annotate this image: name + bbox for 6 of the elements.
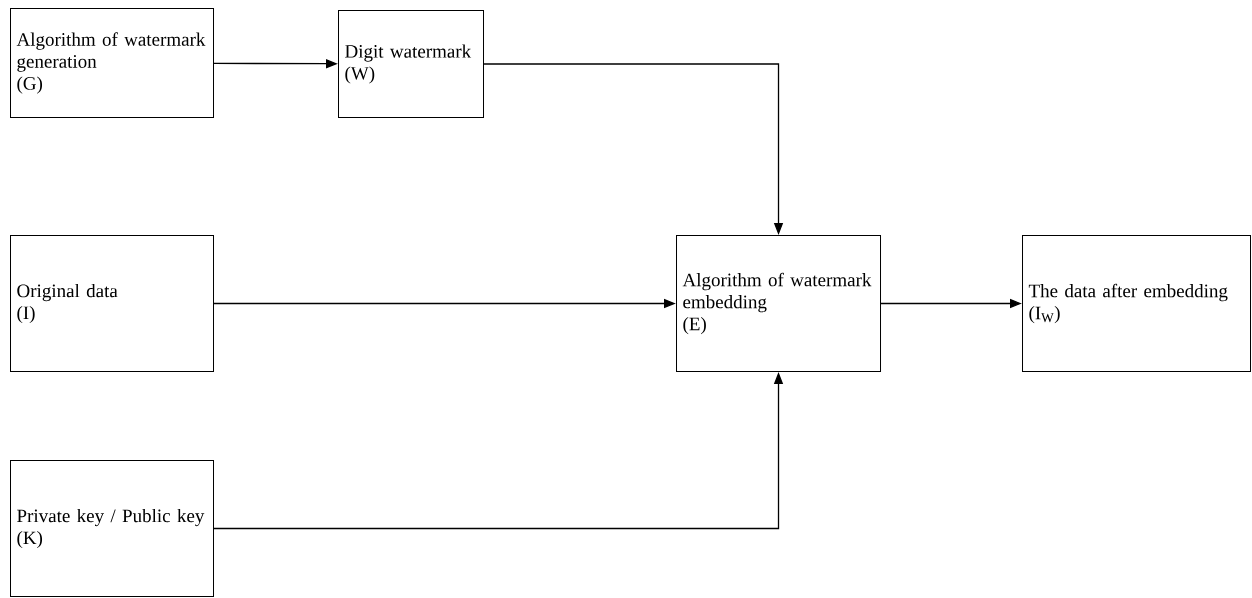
process-box: Original data (I) — [10, 235, 214, 372]
process-box: Algorithm of watermark generation (G) — [10, 8, 214, 118]
process-box: Digit watermark (W) — [338, 10, 484, 118]
process-box: Private key / Public key (K) — [10, 460, 214, 597]
process-box: Algorithm of watermark embedding (E) — [676, 235, 881, 372]
process-box: The data after embedding (I$_{W}$) — [1022, 235, 1251, 372]
